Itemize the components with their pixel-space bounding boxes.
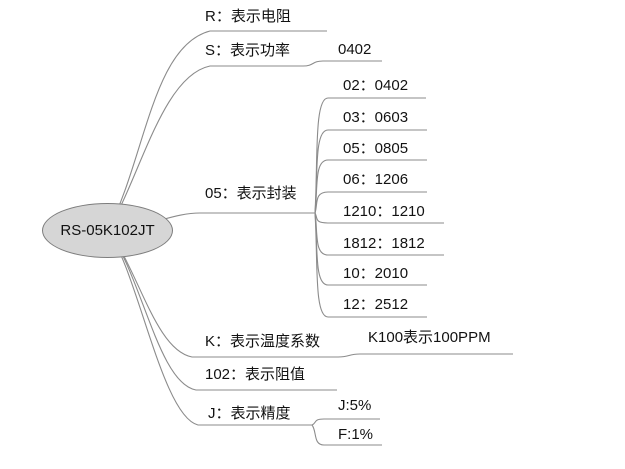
branch-temperature-label[interactable]: K：表示温度系数 — [205, 333, 321, 350]
node-k100[interactable]: K100表示100PPM — [368, 329, 491, 346]
node-package-1812[interactable]: 1812：1812 — [343, 235, 425, 252]
node-power-0402[interactable]: 0402 — [338, 41, 372, 58]
node-package-10[interactable]: 10：2010 — [343, 265, 409, 282]
edge-precision — [107, 230, 312, 426]
branch-package-label[interactable]: 05：表示封装 — [205, 185, 297, 202]
node-precision-j5[interactable]: J:5% — [338, 397, 372, 414]
branch-precision-label[interactable]: J：表示精度 — [208, 405, 291, 422]
node-precision-f1[interactable]: F:1% — [338, 426, 374, 443]
edge-resistance — [107, 30, 327, 231]
branch-resistance-label[interactable]: R：表示电阻 — [205, 8, 291, 25]
edge-power-0402 — [302, 60, 382, 67]
node-package-1210[interactable]: 1210：1210 — [343, 203, 425, 220]
node-package-05[interactable]: 05：0805 — [343, 140, 409, 157]
edge-package-12 — [314, 212, 427, 318]
edge-precision-j5 — [311, 418, 380, 426]
node-package-06[interactable]: 06：1206 — [343, 171, 409, 188]
edge-package-05 — [314, 159, 427, 214]
edge-precision-f1 — [311, 424, 382, 446]
node-package-03[interactable]: 03：0603 — [343, 109, 409, 126]
branch-power-label[interactable]: S：表示功率 — [205, 42, 291, 59]
edge-package-06 — [314, 191, 427, 214]
edge-temperature-k100 — [337, 353, 513, 358]
node-package-12[interactable]: 12：2512 — [343, 296, 409, 313]
branch-resistance-value-label[interactable]: 102：表示阻值 — [205, 366, 306, 383]
node-package-02[interactable]: 02：0402 — [343, 77, 409, 94]
root-node[interactable]: RS-05K102JT — [42, 203, 173, 258]
